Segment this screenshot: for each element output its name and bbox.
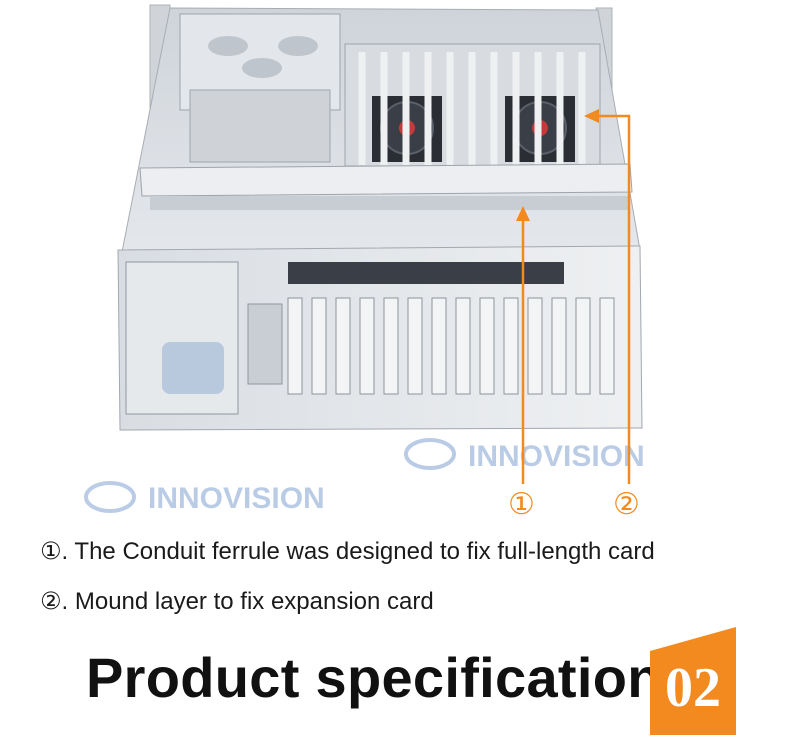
note-1-marker: ①: [40, 537, 62, 565]
note-2-marker: ②: [40, 587, 62, 615]
chassis: [117, 4, 643, 431]
note-2-text: . Mound layer to fix expansion card: [61, 588, 434, 615]
psu-label: [162, 342, 224, 394]
callout-2-marker: ②: [613, 487, 640, 522]
callout-1-marker: ①: [508, 487, 535, 522]
watermark-text-left: INNOVISION: [148, 482, 325, 515]
innovision-logo-icon: [84, 438, 456, 513]
callout-2-leader: [593, 114, 631, 484]
note-conduit-ferrule: ①. The Conduit ferrule was designed to f…: [40, 537, 655, 566]
note-1-text: . The Conduit ferrule was designed to fi…: [61, 538, 655, 565]
section-title: Product specification: [86, 646, 662, 709]
expansion-slots: [287, 297, 615, 395]
vent-strip: [288, 262, 564, 284]
section-number: 02: [665, 657, 721, 719]
card-guides: [358, 52, 586, 165]
watermark: INNOVISION INNOVISION: [84, 438, 645, 515]
callout-leaders: [516, 109, 631, 484]
callout-2-arrow-icon: [584, 109, 599, 123]
product-photo: INNOVISION INNOVISION: [84, 4, 645, 515]
watermark-text-right: INNOVISION: [468, 440, 645, 473]
io-shield-slot: [247, 303, 283, 385]
note-mound-layer: ②. Mound layer to fix expansion card: [40, 587, 434, 616]
section-badge: [650, 627, 736, 735]
conduit-ferrule-bar: [139, 163, 633, 197]
callout-1-arrow-icon: [516, 206, 530, 221]
